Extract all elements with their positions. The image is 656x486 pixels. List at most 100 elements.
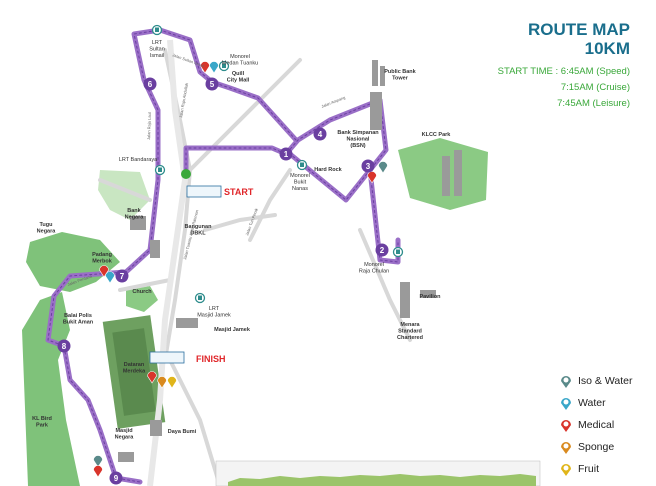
legend-item-medical: Medical [560, 414, 656, 436]
river [147, 39, 189, 486]
monorel-raja-chulan-station-icon [392, 246, 404, 258]
legend-label-medical: Medical [578, 419, 615, 431]
finish-sign [149, 351, 185, 364]
legend-item-sponge: Sponge [560, 436, 656, 458]
sponge-icon [560, 440, 572, 455]
legend-item-water: Water [560, 392, 656, 414]
km-marker-3: 3 [361, 159, 375, 173]
title-line-2: 10KM [584, 39, 630, 58]
label-pavilion: Pavilion [419, 294, 441, 300]
label-hard-rock: Hard Rock [314, 167, 342, 173]
medical-icon [93, 465, 103, 478]
road-label-jalan-tun-perak: Jalan Tun Perak [244, 207, 259, 236]
label-masjid-jamek: Masjid Jamek [214, 327, 251, 333]
km-marker-number: 7 [120, 272, 125, 281]
park-area-bukit-aman [26, 232, 120, 292]
medical-icon [560, 418, 572, 433]
road-label-jalan-ampang: Jalan Ampang [321, 95, 346, 109]
start-sign [186, 185, 222, 198]
road-label-jalan-raja-laut: Jalan Raja Laut [146, 111, 152, 140]
water-icon [560, 396, 572, 411]
start-times: START TIME : 6:45AM (Speed) 7:15AM (Crui… [498, 64, 630, 112]
iso-water-icon [93, 455, 103, 468]
fruit-icon [167, 376, 177, 389]
lrt-sultan-ismail-station-icon [151, 24, 163, 36]
km-marker-number: 8 [62, 342, 67, 351]
start-time-cruise: 7:15AM (Cruise) [560, 82, 630, 93]
race-route-outline [47, 29, 399, 483]
road-label-jalan-sultan-ismail: Jalan Sultan Ismail [172, 52, 205, 68]
legend-label-iso-water: Iso & Water [578, 375, 633, 387]
km-marker-1: 1 [279, 147, 293, 161]
lrt-masjid-jamek-station-icon [194, 292, 206, 304]
water-icon [209, 61, 219, 74]
km-marker-7: 7 [115, 269, 129, 283]
start-label: START [224, 187, 254, 197]
iso-water-icon [378, 161, 388, 174]
km-marker-6: 6 [143, 77, 157, 91]
label-lrt-bandaraya: LRT Bandaraya [119, 157, 158, 163]
km-marker-4: 4 [313, 127, 327, 141]
km-marker-5: 5 [205, 77, 219, 91]
km-marker-2: 2 [375, 243, 389, 257]
label-daya-bumi: Daya Bumi [168, 429, 197, 435]
legend-item-fruit: Fruit [560, 458, 656, 480]
monorel-medan-tuanku-station-icon [218, 60, 230, 72]
start-time-leisure: 7:45AM (Leisure) [557, 98, 630, 109]
medical-icon [99, 265, 109, 278]
route-map-title: ROUTE MAP 10KM [528, 20, 630, 58]
dataran-merdeka-inner [112, 328, 156, 416]
km-marker-number: 9 [114, 474, 119, 483]
km-marker-number: 5 [210, 80, 215, 89]
park-area-church [126, 286, 158, 312]
medical-icon [367, 171, 377, 184]
km-marker-number: 1 [284, 150, 289, 159]
legend: Iso & Water Water Medical Sponge Fruit [560, 370, 656, 480]
legend-label-water: Water [578, 397, 606, 409]
iso-water-icon [560, 374, 572, 389]
km-marker-number: 6 [148, 80, 153, 89]
fruit-icon [560, 462, 572, 477]
road-label-jalan-raja-abdullah: Jalan Raja Abdullah [178, 82, 189, 118]
elevation-profile [228, 474, 536, 486]
sponge-icon [157, 376, 167, 389]
legend-item-iso-water: Iso & Water [560, 370, 656, 392]
legend-label-fruit: Fruit [578, 463, 599, 475]
building-silhouettes [118, 60, 462, 462]
medical-icon [147, 371, 157, 384]
legend-label-sponge: Sponge [578, 441, 615, 453]
finish-label: FINISH [196, 354, 226, 364]
km-marker-9: 9 [109, 471, 123, 485]
lrt-bandaraya-station-icon [154, 164, 166, 176]
monorel-bukit-nanas-station-icon [296, 159, 308, 171]
start-time-speed: START TIME : 6:45AM (Speed) [497, 66, 630, 77]
water-icon [105, 271, 115, 284]
km-marker-number: 2 [380, 246, 385, 255]
km-marker-number: 4 [318, 130, 323, 139]
km-marker-8: 8 [57, 339, 71, 353]
title-line-1: ROUTE MAP [528, 20, 630, 39]
label-church: Church [132, 289, 152, 295]
start-point-icon [181, 169, 191, 179]
label-klcc-park: KLCC Park [422, 132, 452, 138]
km-marker-number: 3 [366, 162, 371, 171]
